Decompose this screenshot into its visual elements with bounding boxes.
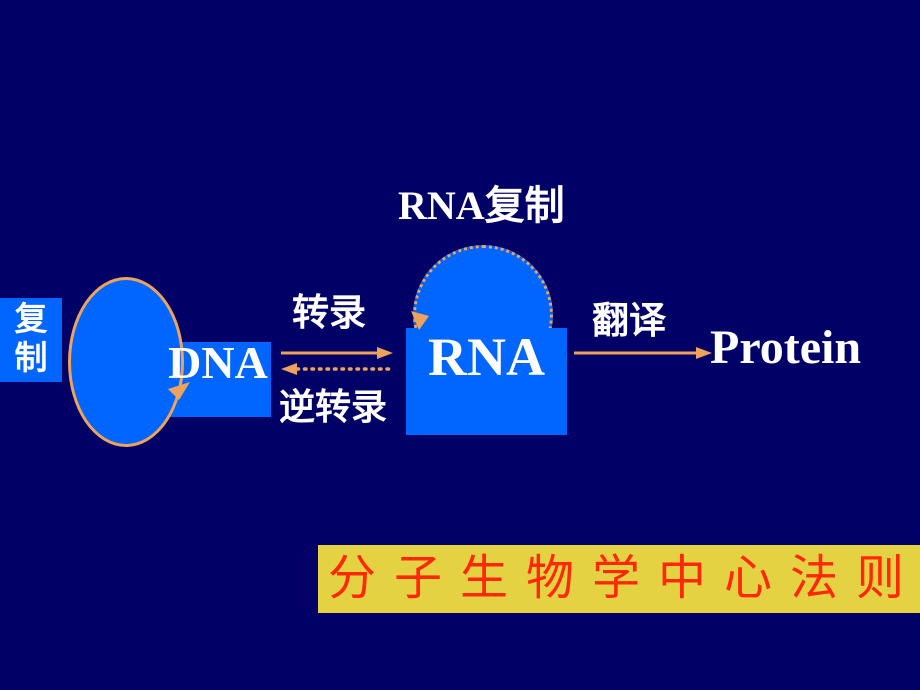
rna-label: RNA: [428, 327, 545, 387]
dna-loop-ellipse: [68, 277, 184, 447]
dna-label: DNA: [168, 337, 268, 388]
dna-loop-arrowhead-icon: [168, 382, 190, 400]
central-dogma-title: 分 子 生 物 学 中 心 法 则: [328, 552, 908, 605]
replication-box: 复 制: [0, 298, 62, 382]
reverse-transcription-label: 逆转录: [278, 387, 387, 427]
rna-replication-label: RNA复制: [398, 183, 565, 228]
rna-box: [406, 328, 567, 435]
replication-label-char-2: 制: [14, 341, 48, 377]
translation-arrow-icon: [574, 347, 712, 359]
protein-label: Protein: [710, 321, 862, 374]
rna-loop-arrowhead-icon: [411, 311, 429, 330]
transcription-arrow-icon: [281, 347, 393, 359]
reverse-transcription-arrow-icon: [281, 363, 395, 375]
transcription-label: 转录: [292, 293, 366, 334]
central-dogma-banner: 分 子 生 物 学 中 心 法 则: [318, 545, 920, 613]
replication-label-char-1: 复: [14, 302, 48, 338]
translation-label: 翻译: [592, 301, 666, 342]
